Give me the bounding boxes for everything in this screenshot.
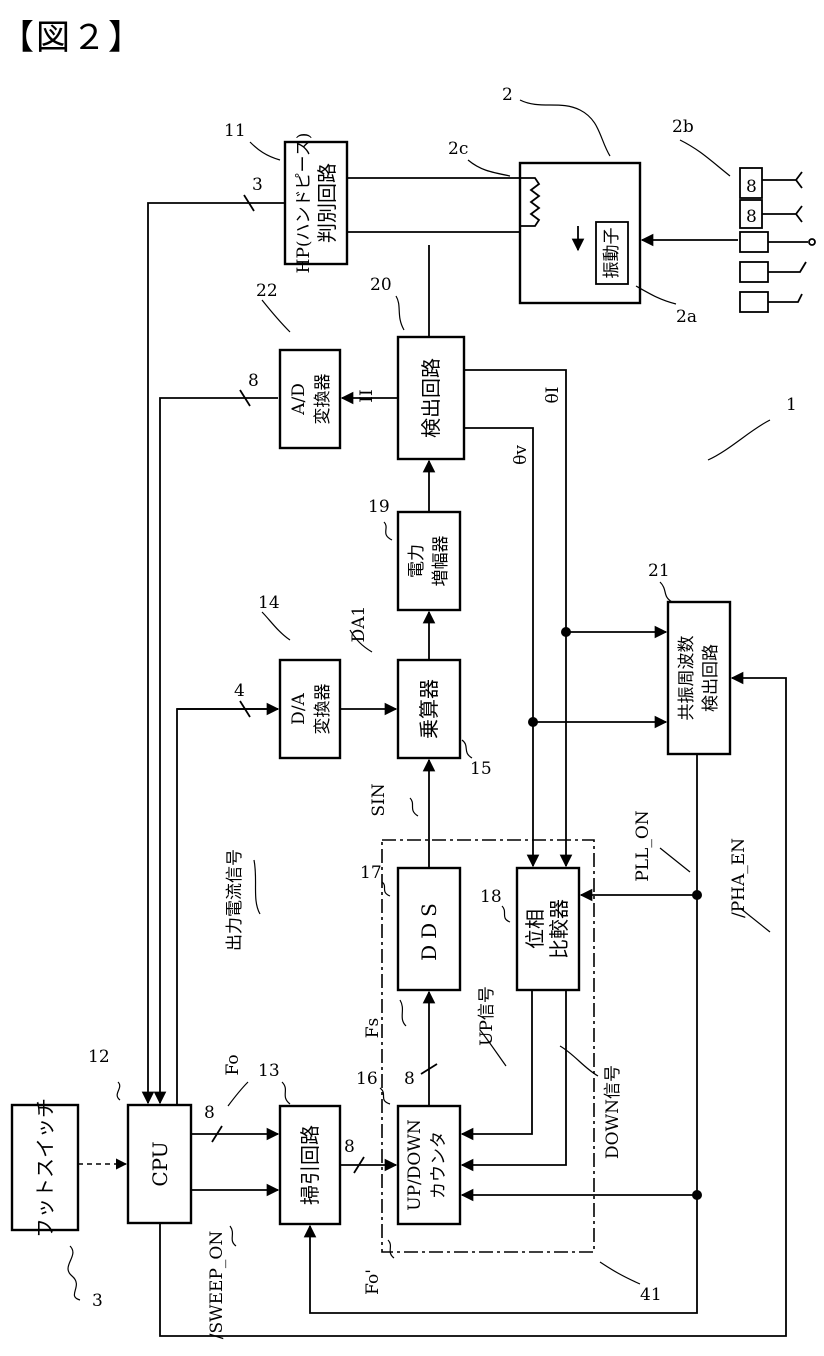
multiplier-label: 乗算器 xyxy=(417,679,441,739)
ref-phase-comparator: 18 xyxy=(480,887,502,907)
ref-dds: 17 xyxy=(360,863,382,883)
multiplier-block: 乗算器 xyxy=(398,660,460,758)
output-current-signal-label: 出力電流信号 xyxy=(225,849,245,951)
foot-switch-block: フットスイッチ xyxy=(12,1098,78,1238)
ref-system: 1 xyxy=(786,395,797,415)
detector-label: 検出回路 xyxy=(419,358,443,438)
resonance-detector-block: 共振周波数 検出回路 xyxy=(668,602,730,754)
sweep-circuit-label: 掃引回路 xyxy=(298,1125,322,1205)
ref-handpiece: 2 xyxy=(502,85,513,105)
ref-hp-discriminator: 11 xyxy=(224,121,246,141)
da-converter-label-1: D/A xyxy=(289,692,309,724)
cpu-label: CPU xyxy=(148,1141,172,1186)
sweep-circuit-block: 掃引回路 xyxy=(280,1106,340,1224)
ad-converter-block: A/D 変換器 xyxy=(280,350,340,448)
power-amplifier-block: 電力 増幅器 xyxy=(398,512,460,610)
hp-discriminator-label-2: 判別回路 xyxy=(315,163,339,243)
up-signal-line xyxy=(462,990,532,1134)
ref-multiplier: 15 xyxy=(470,759,492,779)
bus-width-counter-dds: 8 xyxy=(404,1069,415,1089)
up-signal-label: UP信号 xyxy=(477,986,497,1046)
bus-width-ad-cpu: 8 xyxy=(248,371,259,391)
foot-switch-label: フットスイッチ xyxy=(33,1098,57,1238)
dds-block: DDS xyxy=(398,868,460,990)
pll-on-label: PLL_ON xyxy=(633,810,653,881)
phase-comparator-label-1: 位相 xyxy=(523,909,547,949)
ref-sweep: 13 xyxy=(258,1061,280,1081)
ref-detector: 20 xyxy=(370,275,392,295)
ad-converter-label-1: A/D xyxy=(289,383,309,416)
da-converter-block: D/A 変換器 xyxy=(280,660,340,758)
fo-prime-label: Fo' xyxy=(363,1269,383,1295)
resonance-detector-label-1: 共振周波数 xyxy=(677,636,697,721)
sin-label: SIN xyxy=(369,783,389,816)
hp-discriminator-label-1: HP(ハンドピース) xyxy=(294,133,314,274)
ref-power-amplifier: 19 xyxy=(368,497,390,517)
ref-pll-unit: 41 xyxy=(640,1285,662,1305)
da-converter-label-2: 変換器 xyxy=(313,684,333,735)
handpiece-types-2b: 8 8 xyxy=(740,168,815,312)
current-i-label: II xyxy=(357,389,377,402)
power-amplifier-label-1: 電力 xyxy=(407,544,427,578)
svg-text:8: 8 xyxy=(746,177,757,197)
hp-discriminator-block: HP(ハンドピース) 判別回路 xyxy=(285,133,347,274)
ref-handpiece-types: 2b xyxy=(672,117,694,137)
hp-to-cpu-line xyxy=(148,203,285,1103)
ref-resonance-detector: 21 xyxy=(648,561,670,581)
phase-comparator-label-2: 比較器 xyxy=(547,899,571,959)
bus-width-sweep-counter: 8 xyxy=(344,1137,355,1157)
updown-counter-label-1: UP/DOWN xyxy=(405,1119,425,1211)
sweep-on-label: /SWEEP_ON xyxy=(207,1231,227,1340)
updown-counter-block: UP/DOWN カウンタ xyxy=(398,1106,460,1224)
ref-da: 14 xyxy=(258,593,280,613)
ad-converter-label-2: 変換器 xyxy=(313,374,333,425)
dds-label: DDS xyxy=(417,897,441,961)
bus-width-cpu-sweep: 8 xyxy=(204,1103,215,1123)
da1-label: DA1 xyxy=(349,606,369,643)
down-signal-label: DOWN信号 xyxy=(603,1065,623,1159)
theta-v-label: θv xyxy=(511,445,531,465)
detector-block: 検出回路 xyxy=(398,337,464,459)
updown-counter-label-2: カウンタ xyxy=(429,1131,449,1199)
fs-label: Fs xyxy=(363,1018,383,1039)
resonance-detector-label-2: 検出回路 xyxy=(701,644,721,712)
bus-width-da-cpu: 4 xyxy=(234,681,245,701)
theta-i-line xyxy=(464,370,566,866)
svg-text:8: 8 xyxy=(746,207,757,227)
ref-cpu: 12 xyxy=(88,1047,110,1067)
fo-label: Fo xyxy=(223,1054,243,1075)
cpu-block: CPU xyxy=(128,1105,191,1223)
pha-en-label: /PHA_EN xyxy=(729,838,749,918)
ref-foot-switch: 3 xyxy=(92,1291,103,1311)
theta-i-label: θI xyxy=(543,387,563,404)
bus-width-hp-cpu: 3 xyxy=(252,175,263,195)
power-amplifier-label-2: 増幅器 xyxy=(431,536,451,587)
ref-ad: 22 xyxy=(256,281,278,301)
ref-vibrator: 2a xyxy=(676,307,697,327)
vibrator-label: 振動子 xyxy=(602,228,622,279)
phase-comparator-block: 位相 比較器 xyxy=(517,868,579,990)
ref-resistor: 2c xyxy=(448,139,468,159)
ref-counter: 16 xyxy=(356,1069,378,1089)
theta-v-line xyxy=(464,428,533,866)
